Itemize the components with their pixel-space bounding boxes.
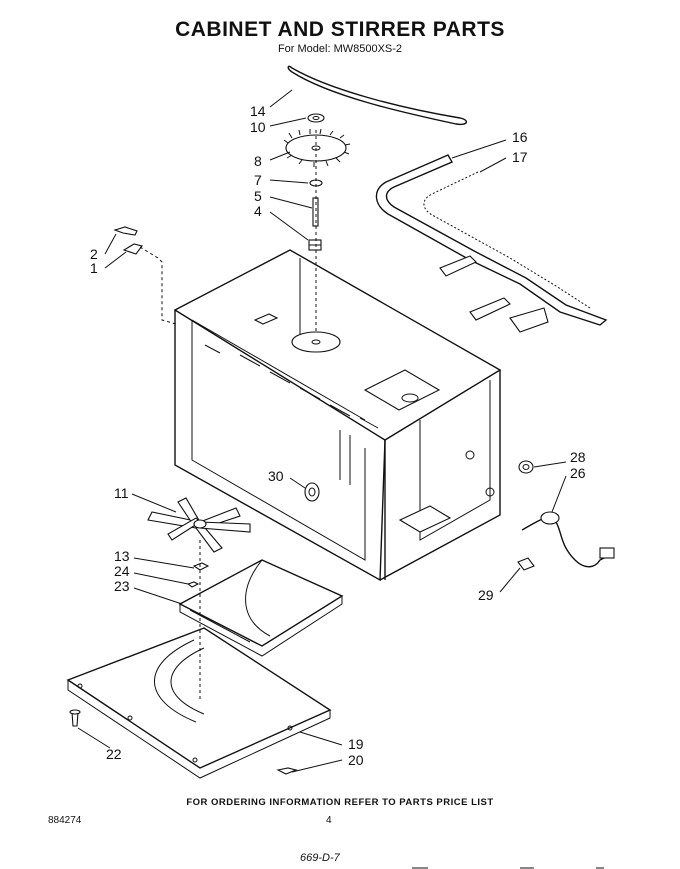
callout-14: 14 xyxy=(250,103,266,119)
cabinet-frame xyxy=(173,249,502,582)
seal-parts-16-17 xyxy=(375,154,608,333)
callout-10: 10 xyxy=(250,119,266,135)
callout-13: 13 xyxy=(114,548,130,564)
screw-part-22 xyxy=(69,709,81,727)
callout-4: 4 xyxy=(254,203,262,219)
screw-part-20 xyxy=(276,767,298,775)
callout-17: 17 xyxy=(512,149,528,165)
base-plate-part-19 xyxy=(66,627,332,779)
clip-part-29 xyxy=(517,557,535,571)
callout-20: 20 xyxy=(348,752,364,768)
fan-mount-parts-13-24-23 xyxy=(186,540,210,700)
callout-labels: 14 10 8 7 5 4 2 1 16 17 11 13 24 23 30 2… xyxy=(90,103,586,768)
page-title: CABINET AND STIRRER PARTS xyxy=(175,18,505,41)
callout-24: 24 xyxy=(114,563,130,579)
bearing-part-4 xyxy=(308,239,322,251)
callout-22: 22 xyxy=(106,746,122,762)
handwritten-code: 669-D-7 xyxy=(300,852,340,864)
callout-2: 2 xyxy=(90,246,98,262)
callout-23: 23 xyxy=(114,578,130,594)
screws-parts-1-2 xyxy=(113,226,177,325)
power-cord-part-26 xyxy=(521,511,615,568)
callout-8: 8 xyxy=(254,153,262,169)
model-subtitle: For Model: MW8500XS-2 xyxy=(277,43,403,55)
callout-7: 7 xyxy=(254,172,262,188)
grommet-part-28 xyxy=(518,460,534,474)
stirrer-blade-part-8 xyxy=(283,128,351,167)
grommet-part-30 xyxy=(304,482,320,502)
duct-bracket xyxy=(178,559,344,657)
page-number: 4 xyxy=(326,815,332,826)
ordering-note: FOR ORDERING INFORMATION REFER TO PARTS … xyxy=(186,797,494,808)
callout-11: 11 xyxy=(114,485,129,501)
callout-30: 30 xyxy=(268,468,284,484)
callout-26: 26 xyxy=(570,465,586,481)
stirrer-belt-part-14 xyxy=(287,65,467,126)
callout-19: 19 xyxy=(348,736,364,752)
callout-1: 1 xyxy=(90,260,98,276)
callout-28: 28 xyxy=(570,449,586,465)
washer-part-10 xyxy=(307,113,325,123)
callout-16: 16 xyxy=(512,129,528,145)
leader-lines xyxy=(77,89,567,773)
callout-29: 29 xyxy=(478,587,494,603)
fan-blade-part-11 xyxy=(147,497,251,553)
document-number: 884274 xyxy=(48,815,82,826)
callout-5: 5 xyxy=(254,188,262,204)
